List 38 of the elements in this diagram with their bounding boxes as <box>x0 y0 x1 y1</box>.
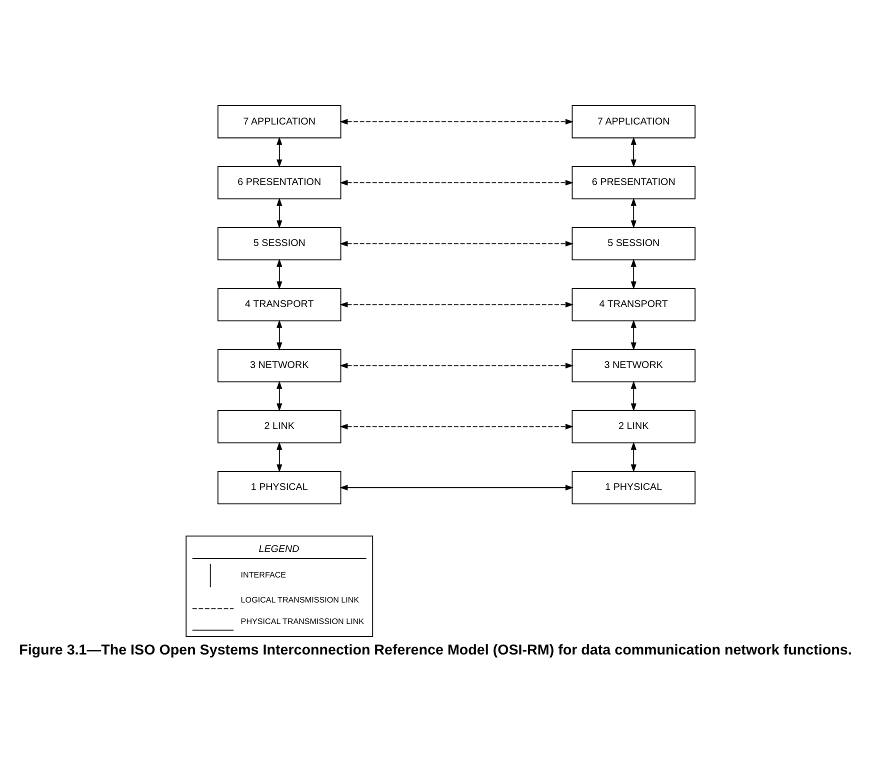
arrow <box>340 180 574 186</box>
arrow <box>630 380 636 412</box>
arrow <box>340 424 574 430</box>
node-box: 7 APPLICATION <box>572 105 696 138</box>
node-box: 7 APPLICATION <box>218 105 342 138</box>
node-box: 4 TRANSPORT <box>572 288 696 322</box>
arrow <box>340 118 574 125</box>
label: LEGEND <box>258 544 300 556</box>
arrow <box>276 320 282 350</box>
node-box: 5 SESSION <box>572 227 696 260</box>
legend-label: PHYSICAL TRANSMISSION LINK <box>240 617 364 626</box>
arrow <box>630 136 636 168</box>
node-box: 5 SESSION <box>218 227 342 260</box>
arrow <box>340 240 574 247</box>
arrow <box>276 198 282 228</box>
arrow <box>276 380 282 412</box>
node-box: 3 NETWORK <box>218 349 342 382</box>
arrow <box>340 484 574 490</box>
arrow <box>630 258 636 290</box>
legend-label: LOGICAL TRANSMISSION LINK <box>240 596 360 605</box>
arrow <box>276 258 282 290</box>
caption: Figure 3.1—The ISO Open Systems Interconnection Reference Model (OSI-RM) for data communication network functions. <box>19 642 852 658</box>
arrow <box>276 136 282 168</box>
node-box: 4 TRANSPORT <box>218 288 342 322</box>
node-box: 2 LINK <box>572 410 696 444</box>
arrow <box>630 442 636 472</box>
node-box: 6 PRESENTATION <box>218 166 342 200</box>
node-box: 6 PRESENTATION <box>572 166 696 200</box>
node-box: 2 LINK <box>218 410 342 444</box>
arrow <box>276 442 282 472</box>
node-box: 1 PHYSICAL <box>218 471 342 504</box>
arrow <box>340 302 574 308</box>
node-box: 1 PHYSICAL <box>572 471 696 504</box>
node-box: 3 NETWORK <box>572 349 696 382</box>
arrow <box>630 320 636 350</box>
arrow <box>630 198 636 228</box>
arrow <box>340 362 574 368</box>
legend-label: INTERFACE <box>240 570 286 580</box>
